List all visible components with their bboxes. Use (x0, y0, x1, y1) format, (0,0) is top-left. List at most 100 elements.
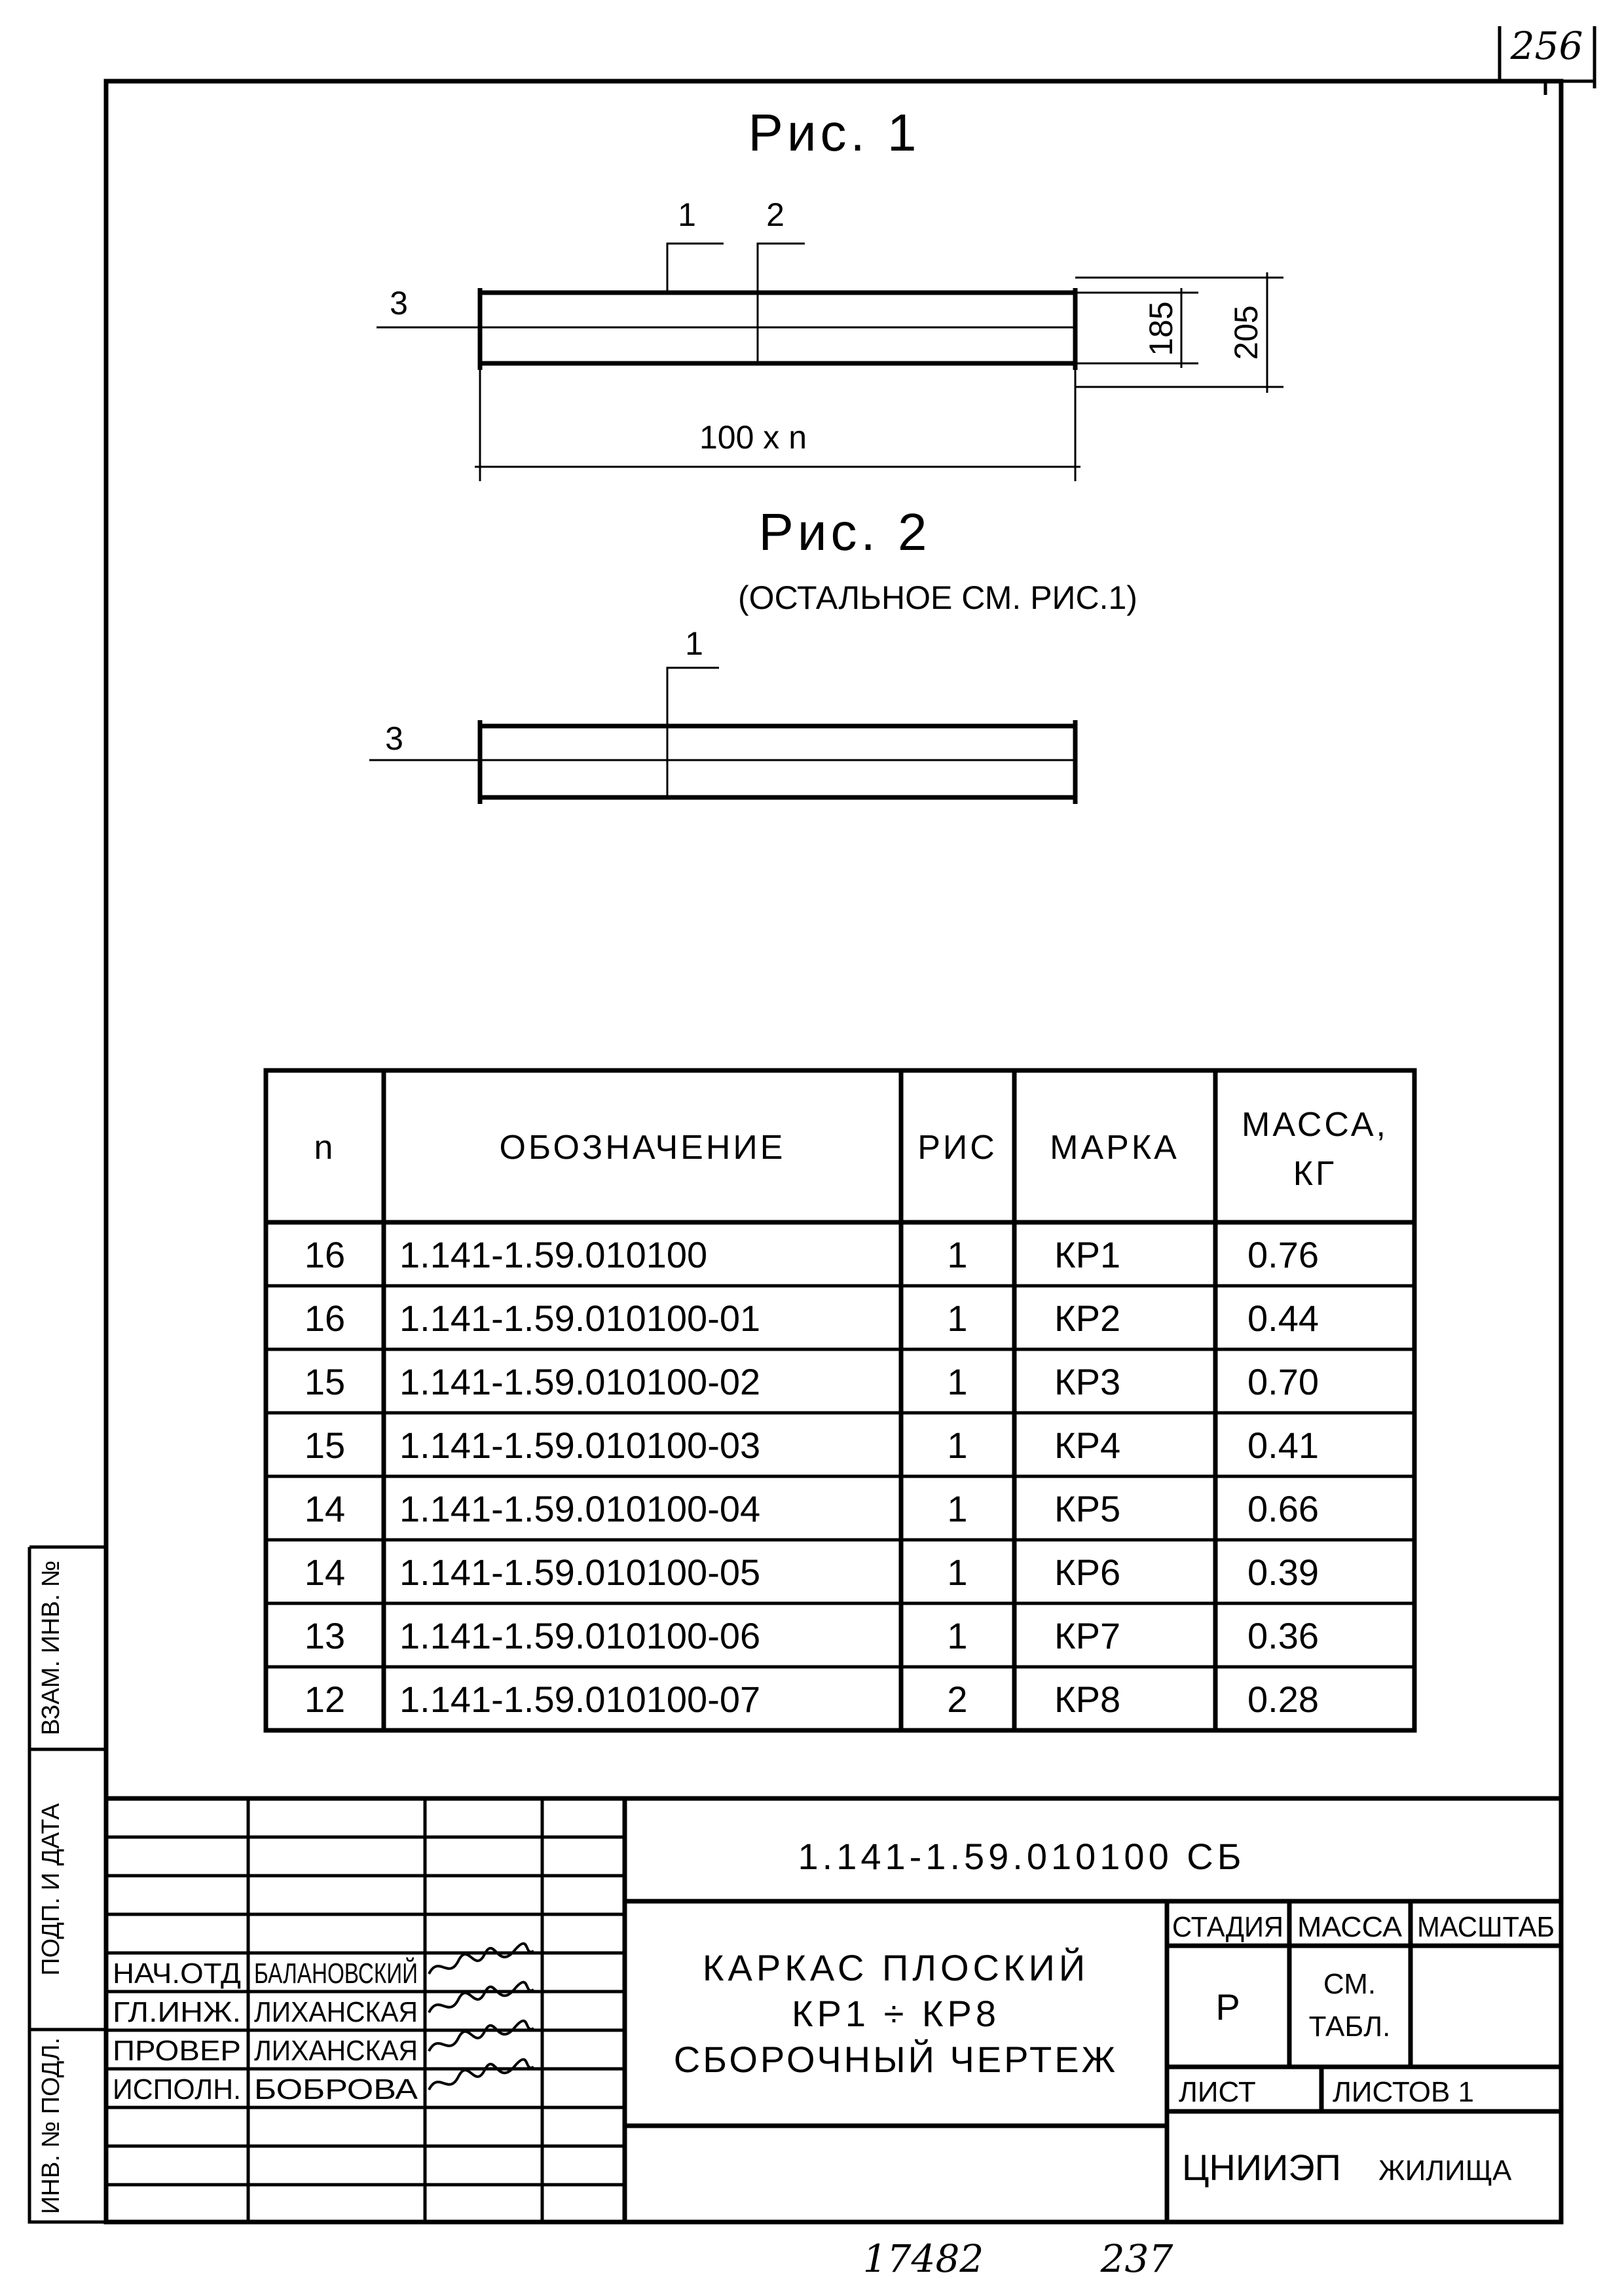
cell-n: 14 (304, 1552, 345, 1593)
signature-row: ПРОВЕР ЛИХАНСКАЯ (113, 2019, 535, 2067)
cell-mark: КР4 (1054, 1425, 1120, 1466)
title-line-1: КАРКАС ПЛОСКИЙ (703, 1947, 1089, 1988)
col-header-fig: РИС (917, 1129, 997, 1167)
side-orig-inv: ИНВ. № ПОДЛ. (37, 2037, 65, 2214)
cell-designation: 1.141-1.59.010100-05 (399, 1552, 760, 1593)
sheet-label: ЛИСТ (1179, 2076, 1256, 2108)
sheet-number-box: 256 (1498, 24, 1596, 95)
cell-fig: 1 (947, 1488, 967, 1529)
figure-1: Рис. 1 1 2 3 185 205 100 x n (377, 103, 1283, 481)
cell-designation: 1.141-1.59.010100-07 (399, 1679, 760, 1720)
org-sub: ЖИЛИЩА (1378, 2155, 1512, 2187)
cell-designation: 1.141-1.59.010100-02 (399, 1361, 760, 1402)
doc-code: 1.141-1.59.010100 СБ (798, 1836, 1246, 1877)
cell-designation: 1.141-1.59.010100-06 (399, 1615, 760, 1656)
cell-n: 15 (304, 1361, 345, 1402)
cell-n: 16 (304, 1298, 345, 1339)
cell-fig: 1 (947, 1234, 967, 1275)
signature-role: ПРОВЕР (113, 2035, 241, 2067)
cell-designation: 1.141-1.59.010100-04 (399, 1488, 760, 1529)
footer-handwritten-2: 237 (1100, 2236, 1173, 2281)
cell-mass: 0.70 (1247, 1361, 1319, 1402)
cell-fig: 1 (947, 1361, 967, 1402)
cell-mark: КР5 (1054, 1488, 1120, 1529)
signature-role: ГЛ.ИНЖ. (113, 1996, 241, 2028)
cell-mark: КР2 (1054, 1298, 1120, 1339)
cell-n: 16 (304, 1234, 345, 1275)
sheet-frame (103, 79, 1564, 2225)
cell-designation: 1.141-1.59.010100-01 (399, 1298, 760, 1339)
signature-role: ИСПОЛН. (113, 2073, 241, 2105)
figure-2-title: Рис. 2 (759, 503, 931, 561)
scale-label: МАСШТАБ (1417, 1911, 1555, 1943)
signature-name: ЛИХАНСКАЯ (254, 2035, 418, 2067)
signature-scribble (428, 2058, 535, 2090)
signature-row: ГЛ.ИНЖ. ЛИХАНСКАЯ (113, 1980, 535, 2028)
cell-mass: 0.36 (1247, 1615, 1319, 1656)
cell-fig: 2 (947, 1679, 967, 1720)
fig2-leader-label-3: 3 (385, 720, 403, 757)
dim-185: 185 (1143, 301, 1179, 355)
cell-fig: 1 (947, 1298, 967, 1339)
cell-mark: КР3 (1054, 1361, 1120, 1402)
col-header-designation: ОБОЗНАЧЕНИЕ (500, 1129, 786, 1167)
mass-value-2: ТАБЛ. (1309, 2011, 1391, 2043)
figure-1-title: Рис. 1 (748, 103, 921, 162)
signature-row: НАЧ.ОТД БАЛАНОВСКИЙ (113, 1942, 535, 1990)
table-row: 14 1.141-1.59.010100-04 1 КР5 0.66 (304, 1488, 1319, 1529)
cell-fig: 1 (947, 1615, 967, 1656)
dim-205: 205 (1228, 305, 1264, 359)
sheets-label: ЛИСТОВ 1 (1333, 2076, 1474, 2108)
col-header-mass: МАССА, (1242, 1106, 1388, 1144)
stage-value: Р (1215, 1986, 1240, 2028)
leader-label-2: 2 (766, 196, 784, 233)
title-line-2: КР1 ÷ КР8 (792, 1993, 1000, 2034)
table-row: 15 1.141-1.59.010100-02 1 КР3 0.70 (304, 1361, 1319, 1402)
title-line-3: СБОРОЧНЫЙ ЧЕРТЕЖ (674, 2039, 1118, 2080)
side-sign-date: ПОДП. И ДАТА (37, 1803, 65, 1976)
cell-mark: КР7 (1054, 1615, 1120, 1656)
table-row: 12 1.141-1.59.010100-07 2 КР8 0.28 (304, 1679, 1319, 1720)
signature-row: ИСПОЛН. БОБРОВА (113, 2058, 535, 2105)
cell-mass: 0.44 (1247, 1298, 1319, 1339)
cell-mark: КР1 (1054, 1234, 1120, 1275)
cell-mark: КР8 (1054, 1679, 1120, 1720)
signature-name: БОБРОВА (254, 2073, 418, 2105)
figure-2-note: (ОСТАЛЬНОЕ СМ. РИС.1) (738, 579, 1137, 616)
cell-n: 12 (304, 1679, 345, 1720)
signature-scribble (428, 2019, 535, 2052)
side-replaces-inv: ВЗАМ. ИНВ. № (37, 1560, 65, 1735)
leader-label-1: 1 (678, 196, 696, 233)
dim-length: 100 x n (699, 419, 807, 456)
stage-label: СТАДИЯ (1172, 1911, 1283, 1943)
cell-n: 14 (304, 1488, 345, 1529)
signature-scribble (428, 1942, 535, 1975)
signature-role: НАЧ.ОТД (113, 1958, 241, 1990)
cell-fig: 1 (947, 1425, 967, 1466)
figure-2: Рис. 2 (ОСТАЛЬНОЕ СМ. РИС.1) 1 3 (369, 503, 1137, 804)
col-header-mass-unit: КГ (1293, 1155, 1337, 1193)
mass-value-1: СМ. (1323, 1968, 1376, 2000)
table-row: 16 1.141-1.59.010100 1 КР1 0.76 (304, 1234, 1319, 1275)
col-header-n: n (314, 1129, 336, 1167)
cell-mark: КР6 (1054, 1552, 1120, 1593)
table-row: 13 1.141-1.59.010100-06 1 КР7 0.36 (304, 1615, 1319, 1656)
org-main: ЦНИИЭП (1182, 2147, 1341, 2188)
signature-name: БАЛАНОВСКИЙ (254, 1956, 418, 1990)
cell-mass: 0.66 (1247, 1488, 1319, 1529)
cell-mass: 0.28 (1247, 1679, 1319, 1720)
cell-mass: 0.39 (1247, 1552, 1319, 1593)
cell-n: 13 (304, 1615, 345, 1656)
cell-n: 15 (304, 1425, 345, 1466)
mass-label: МАССА (1297, 1911, 1403, 1943)
signature-name: ЛИХАНСКАЯ (254, 1996, 418, 2028)
table-row: 16 1.141-1.59.010100-01 1 КР2 0.44 (304, 1298, 1319, 1339)
cell-designation: 1.141-1.59.010100 (399, 1234, 707, 1275)
cell-mass: 0.76 (1247, 1234, 1319, 1275)
cell-mass: 0.41 (1247, 1425, 1319, 1466)
side-stamp: ВЗАМ. ИНВ. № ПОДП. И ДАТА ИНВ. № ПОДЛ. (28, 1545, 106, 2224)
